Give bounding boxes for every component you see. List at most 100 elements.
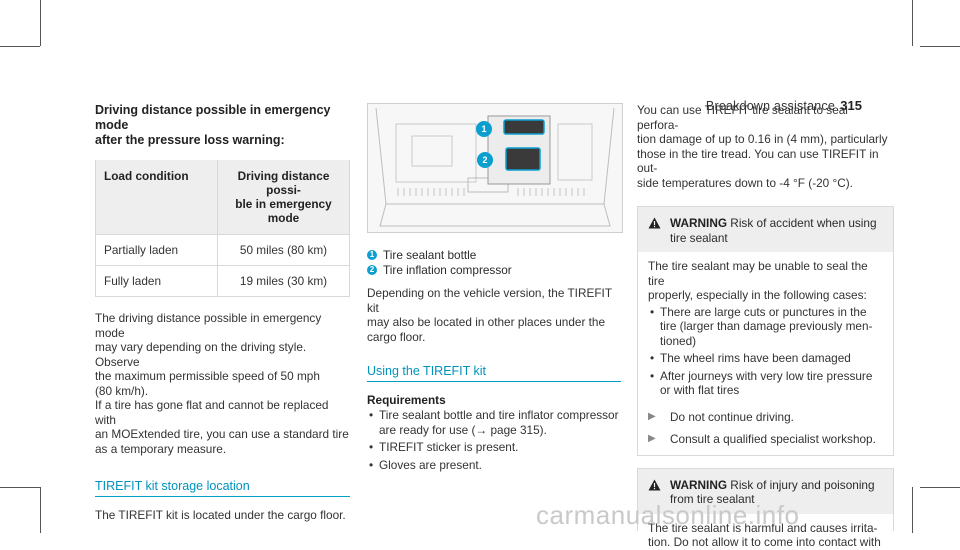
crop-mark bbox=[912, 487, 913, 533]
paragraph-vehicle-version: Depending on the vehicle version, the TI… bbox=[367, 286, 621, 344]
warning-box-accident: WARNING Risk of accident when using tire… bbox=[637, 206, 894, 456]
list-item: Tire sealant bottle and tire inflator co… bbox=[367, 408, 621, 437]
table-row: Partially laden 50 miles (80 km) bbox=[95, 234, 350, 266]
paragraph-driving-style: The driving distance possible in emergen… bbox=[95, 311, 350, 398]
table-cell-distance: 19 miles (30 km) bbox=[217, 265, 350, 297]
header-line: ble in emergency mode bbox=[235, 197, 332, 225]
warning-title: WARNING Risk of accident when using tire… bbox=[670, 216, 877, 245]
cargo-floor-drawing: 1 2 bbox=[368, 104, 622, 232]
text-line: There are large cuts or punctures in the bbox=[660, 304, 867, 319]
warning-title-text: tire sealant bbox=[670, 230, 728, 245]
warning-header: WARNING Risk of accident when using tire… bbox=[638, 207, 893, 252]
text-line: the maximum permissible speed of 50 mph bbox=[95, 369, 320, 383]
header-line: Driving distance possi- bbox=[237, 169, 330, 197]
warning-title-text: from tire sealant bbox=[670, 492, 755, 506]
text-line: The tire sealant may be unable to seal t… bbox=[648, 259, 868, 288]
text-line: tioned) bbox=[660, 333, 697, 348]
heading-line: Driving distance possible in emergency m… bbox=[95, 103, 331, 132]
text-line: After journeys with very low tire pressu… bbox=[660, 368, 873, 383]
text-line: may vary depending on the driving style.… bbox=[95, 340, 307, 369]
text-line: tion. Do not allow it to come into conta… bbox=[648, 535, 881, 549]
table-cell-condition: Partially laden bbox=[95, 234, 218, 266]
crop-mark bbox=[40, 0, 41, 46]
table-header-load: Load condition bbox=[95, 160, 218, 235]
crop-mark bbox=[920, 46, 960, 47]
arrow-right-icon: ▶ bbox=[648, 410, 656, 422]
warning-label: WARNING bbox=[670, 477, 728, 492]
text-line: tire (larger than damage previously men- bbox=[660, 319, 873, 333]
column-left: Driving distance possible in emergency m… bbox=[95, 103, 350, 523]
text-line: an MOExtended tire, you can use a standa… bbox=[95, 427, 349, 441]
paragraph-standard-tire: If a tire has gone flat and cannot be re… bbox=[95, 398, 350, 456]
watermark-text: carmanualsonline.info bbox=[536, 500, 800, 530]
page-header: Breakdown assistance 315 bbox=[0, 98, 960, 115]
number-badge: 1 bbox=[367, 250, 377, 261]
list-item: Gloves are present. bbox=[367, 458, 621, 473]
table-cell-condition: Fully laden bbox=[95, 265, 218, 297]
text-line: properly, especially in the following ca… bbox=[648, 288, 867, 302]
svg-text:1: 1 bbox=[481, 124, 486, 134]
requirements-title: Requirements bbox=[367, 393, 446, 407]
warning-body: The tire sealant may be unable to seal t… bbox=[638, 252, 893, 455]
crop-mark bbox=[0, 487, 40, 488]
table-header-row: Load condition Driving distance possi- b… bbox=[95, 160, 350, 235]
warning-text: The tire sealant may be unable to seal t… bbox=[648, 259, 883, 303]
table-cell-distance: 50 miles (80 km) bbox=[217, 234, 350, 266]
warning-title-text: Risk of accident when using bbox=[727, 216, 877, 230]
text-line: (80 km/h). bbox=[95, 383, 149, 398]
legend-item: 2 Tire inflation compressor bbox=[367, 263, 621, 278]
text-line: may also be located in other places unde… bbox=[367, 315, 606, 329]
list-item: There are large cuts or punctures in the… bbox=[648, 305, 883, 349]
text-line: You can use TIREFIT tire sealant to seal… bbox=[637, 103, 848, 132]
crop-mark bbox=[912, 0, 913, 46]
text-line: Depending on the vehicle version, the TI… bbox=[367, 286, 612, 315]
warning-label: WARNING bbox=[670, 216, 728, 230]
manual-page: Breakdown assistance 315 Driving distanc… bbox=[0, 0, 960, 533]
legend-text: Tire sealant bottle bbox=[383, 248, 477, 262]
paragraph-tirefit-usage: You can use TIREFIT tire sealant to seal… bbox=[637, 103, 892, 190]
text-line: The tire sealant is harmful and causes i… bbox=[648, 520, 878, 535]
list-item: TIREFIT sticker is present. bbox=[367, 440, 621, 455]
crop-mark bbox=[40, 487, 41, 533]
section-heading-using: Using the TIREFIT kit bbox=[367, 364, 621, 382]
warning-triangle-icon bbox=[648, 216, 670, 245]
crop-mark bbox=[0, 46, 40, 47]
action-text: Do not continue driving. bbox=[670, 409, 794, 424]
crop-mark bbox=[920, 487, 960, 488]
warning-triangle-icon bbox=[648, 478, 670, 507]
action-step: ▶ Do not continue driving. bbox=[648, 410, 883, 425]
driving-distance-table: Load condition Driving distance possi- b… bbox=[95, 160, 350, 297]
text-line: side temperatures down to -4 °F (-20 °C)… bbox=[637, 175, 853, 190]
heading-line: after the pressure loss warning: bbox=[95, 133, 285, 147]
column-right: You can use TIREFIT tire sealant to seal… bbox=[637, 103, 894, 549]
action-text: Consult a qualified specialist workshop. bbox=[670, 432, 876, 446]
section-heading-storage: TIREFIT kit storage location bbox=[95, 479, 350, 497]
text-line: cargo floor. bbox=[367, 329, 426, 344]
heading-driving-distance: Driving distance possible in emergency m… bbox=[95, 103, 350, 148]
text-line: as a temporary measure. bbox=[95, 441, 227, 456]
list-item: The wheel rims have been damaged bbox=[648, 351, 883, 366]
cargo-floor-illustration: 1 2 bbox=[367, 103, 623, 233]
running-head: Breakdown assistance bbox=[705, 99, 835, 113]
text-line: those in the tire tread. You can use TIR… bbox=[637, 146, 879, 176]
column-middle: 1 2 1 Tire sealant bottle 2 Tire inflati… bbox=[367, 103, 623, 472]
warning-header: WARNING Risk of injury and poisoning fro… bbox=[638, 468, 893, 514]
text-line: The driving distance possible in emergen… bbox=[95, 311, 322, 340]
page-reference-link[interactable]: are ready for use (→ page 315). bbox=[379, 422, 547, 437]
table-row: Fully laden 19 miles (30 km) bbox=[95, 265, 350, 297]
paragraph-storage: The TIREFIT kit is located under the car… bbox=[95, 508, 346, 522]
page-number: 315 bbox=[840, 98, 862, 113]
text-line: Tire sealant bottle and tire inflator co… bbox=[379, 408, 619, 422]
text-line: tion damage of up to 0.16 in (4 mm), par… bbox=[637, 132, 888, 146]
table-header-distance: Driving distance possi- ble in emergency… bbox=[217, 160, 350, 235]
requirements-list: Tire sealant bottle and tire inflator co… bbox=[367, 408, 621, 472]
list-item: After journeys with very low tire pressu… bbox=[648, 369, 883, 398]
legend-item: 1 Tire sealant bottle bbox=[367, 248, 621, 263]
warning-title-text: Risk of injury and poisoning bbox=[727, 477, 875, 492]
legend-text: Tire inflation compressor bbox=[383, 262, 512, 277]
arrow-right-icon: ▶ bbox=[648, 433, 656, 444]
svg-text:2: 2 bbox=[482, 155, 487, 165]
number-badge: 2 bbox=[367, 264, 377, 275]
text-line: If a tire has gone flat and cannot be re… bbox=[95, 398, 329, 427]
action-step: ▶ Consult a qualified specialist worksho… bbox=[648, 432, 883, 447]
